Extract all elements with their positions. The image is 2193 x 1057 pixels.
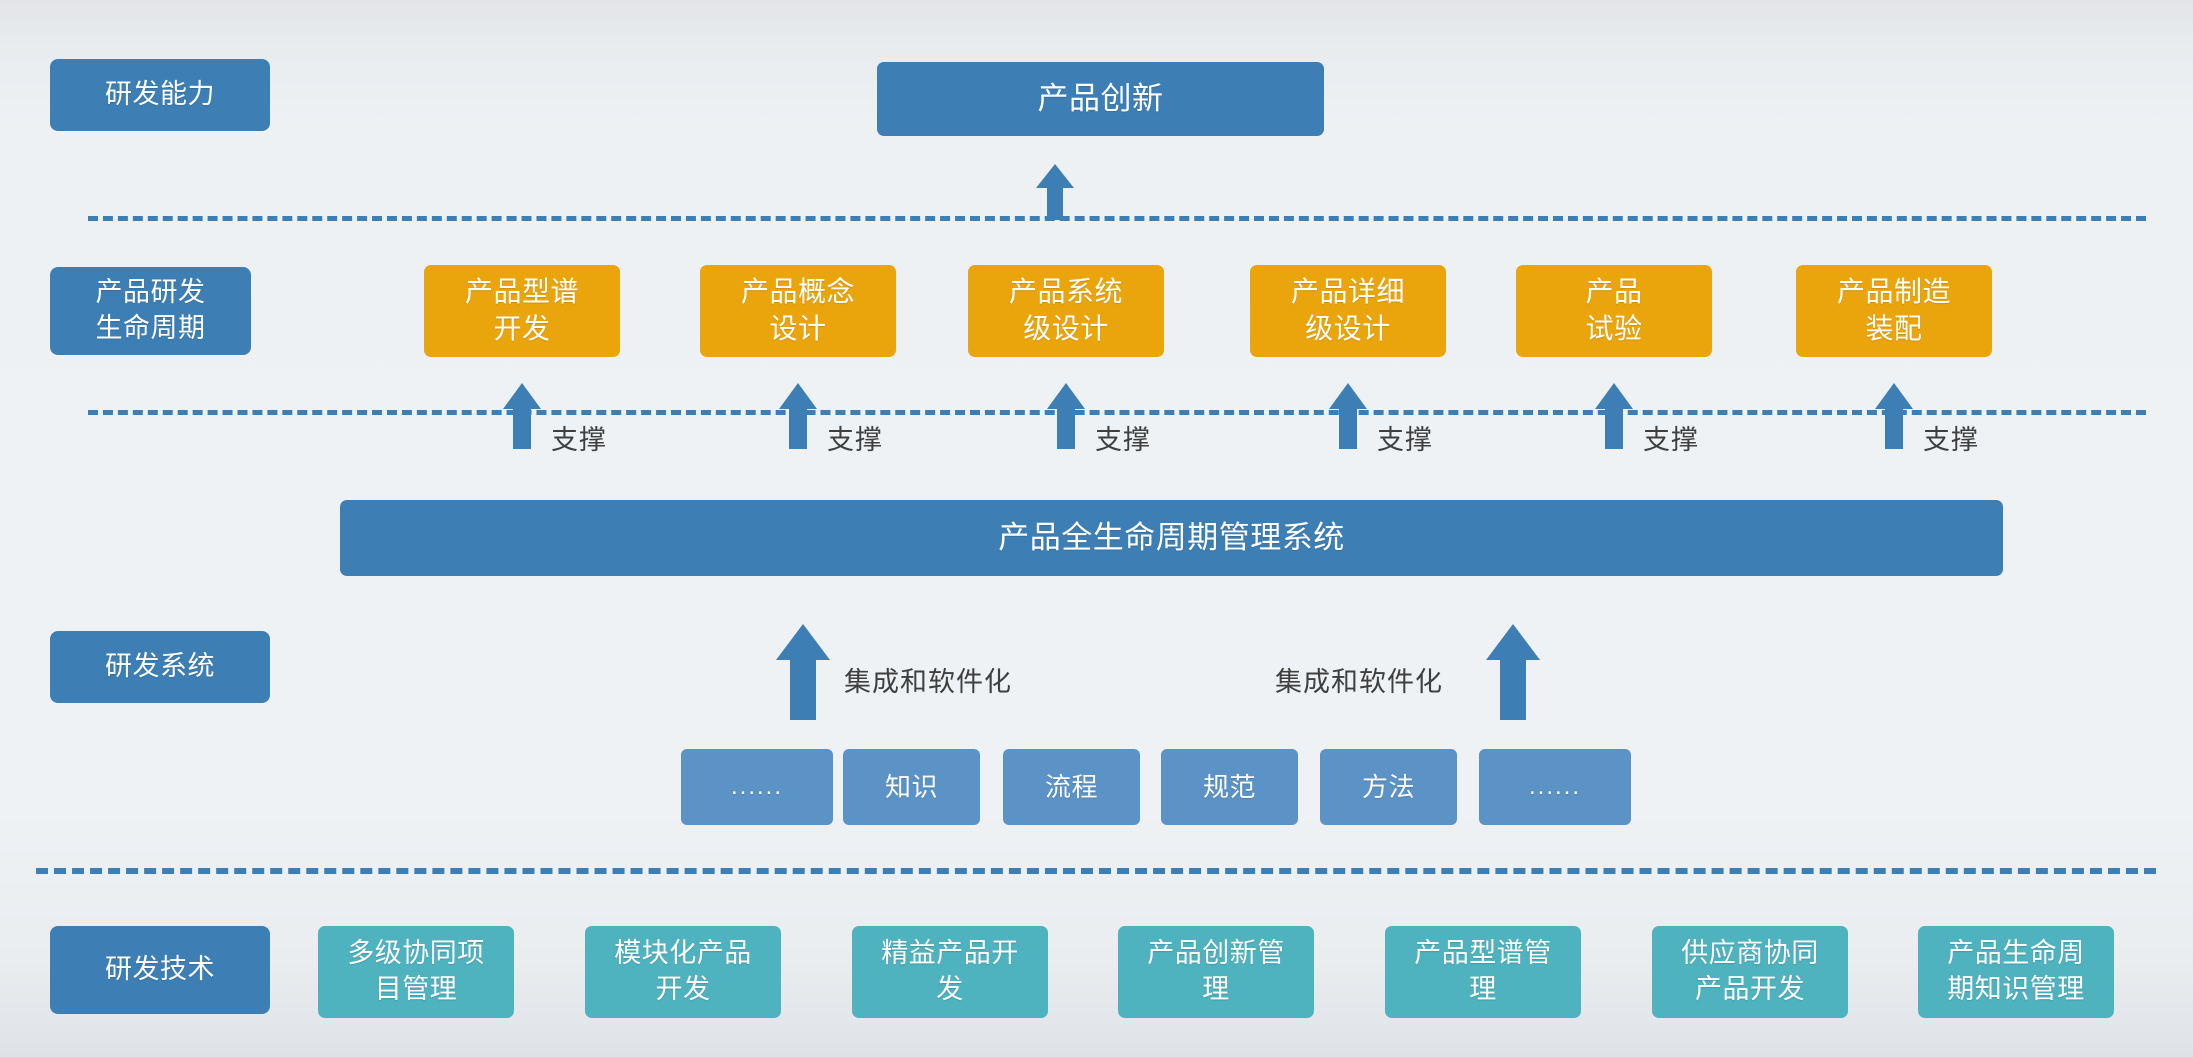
lifecycle-stage-0: 产品型谱 开发 (424, 265, 620, 357)
row-label-lifecycle: 产品研发 生命周期 (50, 267, 251, 355)
lifecycle-stage-4: 产品 试验 (1516, 265, 1712, 357)
arrow-up-support-4-icon (1595, 383, 1633, 449)
divider-lifecycle-system (88, 410, 2146, 415)
integration-label-right: 集成和软件化 (1275, 667, 1443, 697)
plm-system-bar: 产品全生命周期管理系统 (340, 500, 2003, 576)
arrow-up-support-2-icon (1047, 383, 1085, 449)
support-label-3: 支撑 (1377, 425, 1433, 455)
arrow-up-support-0-icon (503, 383, 541, 449)
row-label-technology: 研发技术 (50, 926, 270, 1014)
technology-card-0: 多级协同项 目管理 (318, 926, 514, 1018)
lifecycle-stage-5: 产品制造 装配 (1796, 265, 1992, 357)
arrow-up-support-1-icon (779, 383, 817, 449)
support-label-2: 支撑 (1095, 425, 1151, 455)
divider-system-technology (36, 868, 2156, 874)
technology-card-2: 精益产品开 发 (852, 926, 1048, 1018)
support-label-0: 支撑 (551, 425, 607, 455)
foundation-chip-5: ...... (1479, 749, 1631, 825)
arrow-up-integration-left-icon (776, 624, 830, 720)
foundation-chip-3: 规范 (1161, 749, 1298, 825)
integration-label-left: 集成和软件化 (844, 667, 1012, 697)
foundation-chip-4: 方法 (1320, 749, 1457, 825)
arrow-up-support-5-icon (1875, 383, 1913, 449)
support-label-1: 支撑 (827, 425, 883, 455)
divider-capability-lifecycle (88, 216, 2146, 221)
foundation-chip-1: 知识 (843, 749, 980, 825)
technology-card-3: 产品创新管 理 (1118, 926, 1314, 1018)
technology-card-5: 供应商协同 产品开发 (1652, 926, 1848, 1018)
technology-card-6: 产品生命周 期知识管理 (1918, 926, 2114, 1018)
technology-card-4: 产品型谱管 理 (1385, 926, 1581, 1018)
lifecycle-stage-1: 产品概念 设计 (700, 265, 896, 357)
row-label-capability: 研发能力 (50, 59, 270, 131)
support-label-5: 支撑 (1923, 425, 1979, 455)
arrow-up-support-3-icon (1329, 383, 1367, 449)
product-innovation-box: 产品创新 (877, 62, 1324, 136)
lifecycle-stage-3: 产品详细 级设计 (1250, 265, 1446, 357)
foundation-chip-0: ...... (681, 749, 833, 825)
row-label-system: 研发系统 (50, 631, 270, 703)
arrow-up-to-innovation-icon (1036, 164, 1074, 220)
arrow-up-integration-right-icon (1486, 624, 1540, 720)
technology-card-1: 模块化产品 开发 (585, 926, 781, 1018)
foundation-chip-2: 流程 (1003, 749, 1140, 825)
support-label-4: 支撑 (1643, 425, 1699, 455)
lifecycle-stage-2: 产品系统 级设计 (968, 265, 1164, 357)
